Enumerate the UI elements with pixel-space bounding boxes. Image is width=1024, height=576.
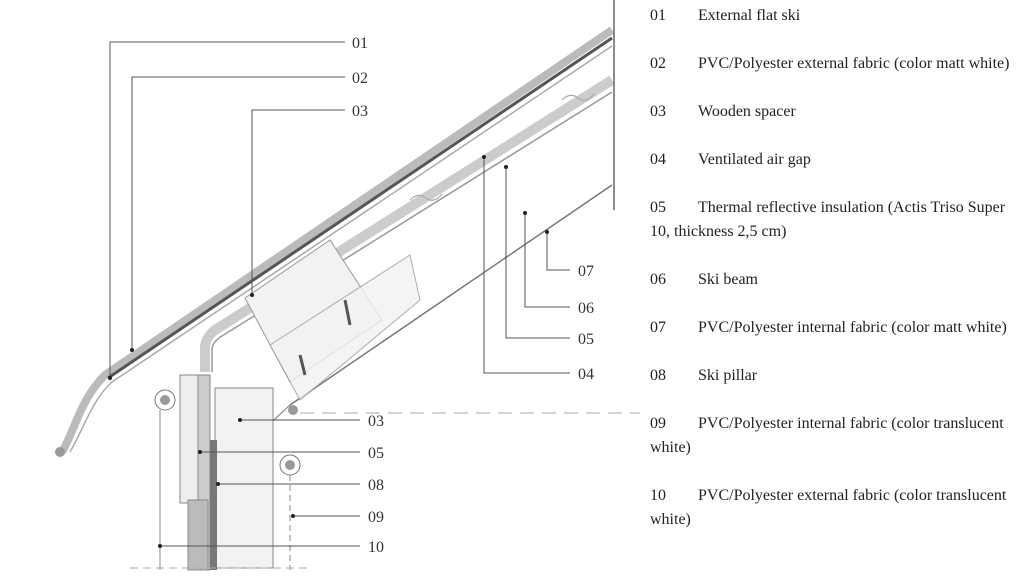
legend-num: 06 xyxy=(650,271,666,288)
legend-item: 01 External flat ski xyxy=(650,4,1020,28)
legend-num: 10 xyxy=(650,487,666,504)
leader-lines xyxy=(109,41,570,547)
legend-text: PVC/Polyester external fabric (color tra… xyxy=(650,487,1007,528)
legend-num: 01 xyxy=(650,7,666,24)
legend-num: 04 xyxy=(650,151,666,168)
legend-text: PVC/Polyester external fabric (color mat… xyxy=(698,55,1010,72)
legend-item: 03 Wooden spacer xyxy=(650,100,1020,124)
callout-06: 06 xyxy=(578,300,594,317)
roof-layers xyxy=(58,0,640,471)
callout-05b: 05 xyxy=(368,445,384,462)
callout-10: 10 xyxy=(368,539,384,556)
legend-text: Ventilated air gap xyxy=(698,151,811,168)
legend-num: 07 xyxy=(650,319,666,336)
legend-item: 02 PVC/Polyester external fabric (color m… xyxy=(650,52,1020,76)
roof-section-drawing: 01 02 03 07 06 05 04 03 05 08 09 10 xyxy=(55,0,640,571)
legend-item: 04 Ventilated air gap xyxy=(650,148,1020,172)
leader-dots xyxy=(108,155,549,548)
callout-08: 08 xyxy=(368,477,384,494)
callout-04: 04 xyxy=(578,366,594,383)
legend-num: 09 xyxy=(650,415,666,432)
legend-text: Ski beam xyxy=(698,271,758,288)
wooden-spacer xyxy=(244,239,421,401)
callout-07: 07 xyxy=(578,263,594,280)
legend-item: 07 PVC/Polyester internal fabric (color m… xyxy=(650,316,1020,340)
legend-text: External flat ski xyxy=(698,7,801,24)
callout-01: 01 xyxy=(352,35,368,52)
legend-item: 08 Ski pillar xyxy=(650,364,1020,388)
callout-labels: 01 02 03 07 06 05 04 03 05 08 09 10 xyxy=(352,35,594,556)
pillar-assembly xyxy=(55,374,310,571)
callout-09: 09 xyxy=(368,509,384,526)
legend-num: 03 xyxy=(650,103,666,120)
callout-02: 02 xyxy=(352,70,368,87)
legend-text: Wooden spacer xyxy=(698,103,796,120)
legend-num: 05 xyxy=(650,199,666,216)
legend-text: Thermal reflective insulation (Actis Tri… xyxy=(650,199,1006,240)
legend-num: 08 xyxy=(650,367,666,384)
legend-item: 06 Ski beam xyxy=(650,268,1020,292)
callout-03: 03 xyxy=(352,103,368,120)
legend-num: 02 xyxy=(650,55,666,72)
legend-text: PVC/Polyester internal fabric (color tra… xyxy=(650,415,1004,456)
legend-text: Ski pillar xyxy=(698,367,758,384)
legend-text: PVC/Polyester internal fabric (color mat… xyxy=(698,319,1007,336)
callout-03b: 03 xyxy=(368,413,384,430)
callout-05: 05 xyxy=(578,331,594,348)
